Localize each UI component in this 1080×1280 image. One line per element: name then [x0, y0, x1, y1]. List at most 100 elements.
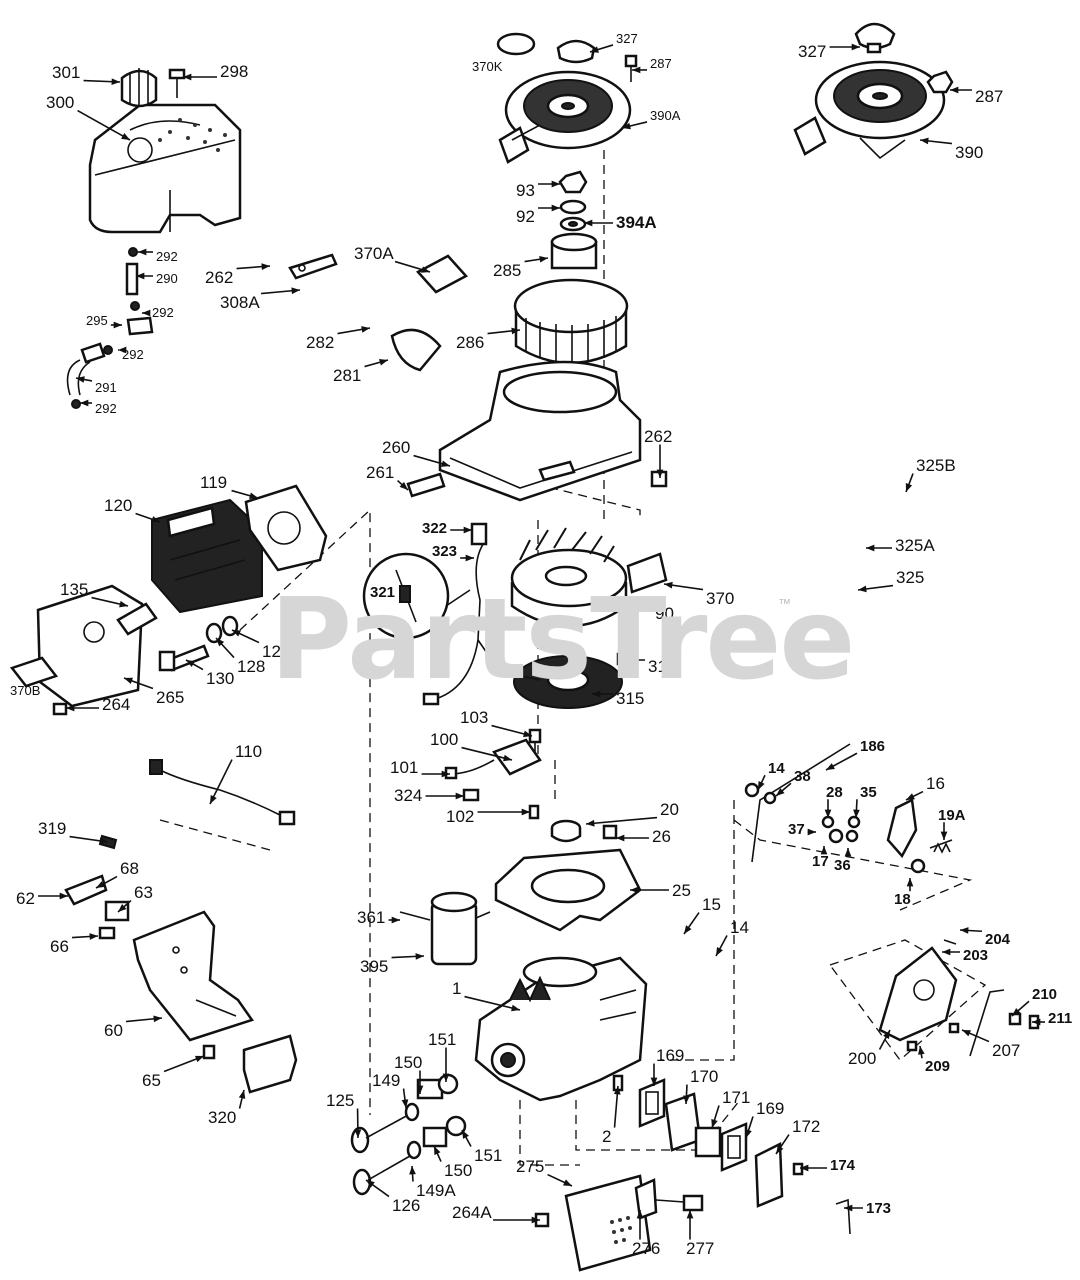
arrowhead-135	[119, 600, 128, 608]
arrowhead-209	[918, 1046, 925, 1055]
arrowhead-290	[136, 272, 145, 280]
callout-68: 68	[120, 859, 139, 878]
arrowhead-120	[151, 516, 160, 523]
screw-264	[52, 702, 68, 716]
callout-200: 200	[848, 1049, 876, 1068]
arrowhead-17	[820, 846, 828, 855]
callout-285: 285	[493, 261, 521, 280]
callout-325B: 325B	[916, 456, 956, 475]
callout-308A: 308A	[220, 293, 260, 312]
filter-171	[694, 1126, 722, 1158]
arrowhead-320	[238, 1090, 246, 1099]
callout-281: 281	[333, 366, 361, 385]
arrowhead-291	[76, 376, 85, 383]
arrowhead-14	[716, 947, 723, 956]
callout-14: 14	[768, 760, 785, 777]
arrowhead-172	[776, 1145, 784, 1154]
arrowhead-260	[441, 460, 450, 467]
arrowhead-327	[590, 46, 599, 53]
callout-26: 26	[652, 827, 671, 846]
callout-37: 37	[788, 821, 805, 838]
arrowhead-19A	[940, 831, 948, 840]
arrowhead-210	[1012, 1008, 1021, 1016]
arrowhead-68	[96, 881, 105, 888]
callout-276: 276	[632, 1239, 660, 1258]
callout-25: 25	[672, 881, 691, 900]
governor-link-186	[744, 743, 851, 863]
arrowhead-92	[551, 204, 560, 212]
bracket-60	[132, 910, 254, 1042]
spring-19A	[929, 839, 953, 854]
arrowhead-282	[361, 326, 370, 333]
arrowhead-394A	[584, 219, 593, 227]
arrowhead-35	[853, 809, 860, 818]
harness-wire	[422, 522, 541, 706]
decal-370B	[9, 656, 59, 688]
leader-1	[464, 995, 521, 1011]
arrowhead-314	[628, 656, 637, 664]
arrowhead-119	[249, 492, 258, 499]
deflector-25	[494, 848, 642, 932]
cap-327-large	[854, 22, 896, 54]
callout-324: 324	[394, 786, 422, 805]
arrowhead-93	[551, 180, 560, 188]
arrowhead-295	[113, 321, 122, 329]
part-63	[104, 900, 130, 922]
arrowhead-285	[539, 255, 548, 263]
seal-20	[550, 819, 582, 843]
washer-92	[559, 199, 587, 215]
screw-287-small	[624, 54, 638, 82]
callout-127: 127	[262, 642, 290, 661]
arrowhead-150	[434, 1146, 441, 1155]
arrowhead-102	[521, 808, 530, 816]
cover-281	[390, 328, 442, 372]
callout-370: 370	[706, 589, 734, 608]
cover-172	[754, 1142, 784, 1208]
arrowhead-262	[656, 469, 664, 478]
callout-260: 260	[382, 438, 410, 457]
arrowhead-286	[511, 327, 520, 335]
callout-16: 16	[926, 774, 945, 793]
arrowhead-287	[632, 66, 641, 74]
arrowhead-370	[664, 581, 673, 589]
gasket-169b	[720, 1122, 748, 1172]
callout-207: 207	[992, 1041, 1020, 1060]
bolt-261	[406, 472, 446, 498]
callout-leaders	[38, 43, 1045, 1240]
callout-286: 286	[456, 333, 484, 352]
arrowhead-36	[844, 848, 852, 857]
callout-20: 20	[660, 800, 679, 819]
screw-66	[98, 926, 116, 940]
arrowhead-130	[186, 660, 195, 668]
nut-287-large	[926, 70, 954, 94]
arrowhead-390A	[622, 122, 631, 130]
arrowhead-90	[612, 597, 621, 605]
callout-38: 38	[794, 768, 811, 785]
callout-169: 169	[756, 1099, 784, 1118]
callout-151: 151	[474, 1146, 502, 1165]
watermark-brand: PartsTree	[270, 575, 855, 705]
callout-315: 315	[616, 689, 644, 708]
callout-327: 327	[798, 42, 826, 61]
callout-19A: 19A	[938, 807, 966, 824]
callout-282: 282	[306, 333, 334, 352]
arrowhead-315	[592, 690, 601, 698]
detail-circle-321	[362, 552, 471, 640]
callout-126: 126	[392, 1196, 420, 1215]
recoil-starter-390A	[498, 70, 632, 164]
callout-130: 130	[206, 669, 234, 688]
callout-172: 172	[792, 1117, 820, 1136]
arrowhead-275	[563, 1179, 572, 1186]
leader-300	[77, 109, 131, 141]
blower-housing	[438, 360, 642, 502]
arrowhead-370A	[421, 266, 430, 273]
arrowhead-207	[962, 1030, 971, 1037]
governor-parts-small	[763, 791, 926, 874]
arrowhead-277	[686, 1210, 694, 1219]
arrowhead-128	[216, 638, 225, 647]
arrowhead-26	[616, 834, 625, 842]
callout-287: 287	[975, 87, 1003, 106]
arrowhead-287	[950, 86, 959, 94]
callout-262: 262	[644, 427, 672, 446]
